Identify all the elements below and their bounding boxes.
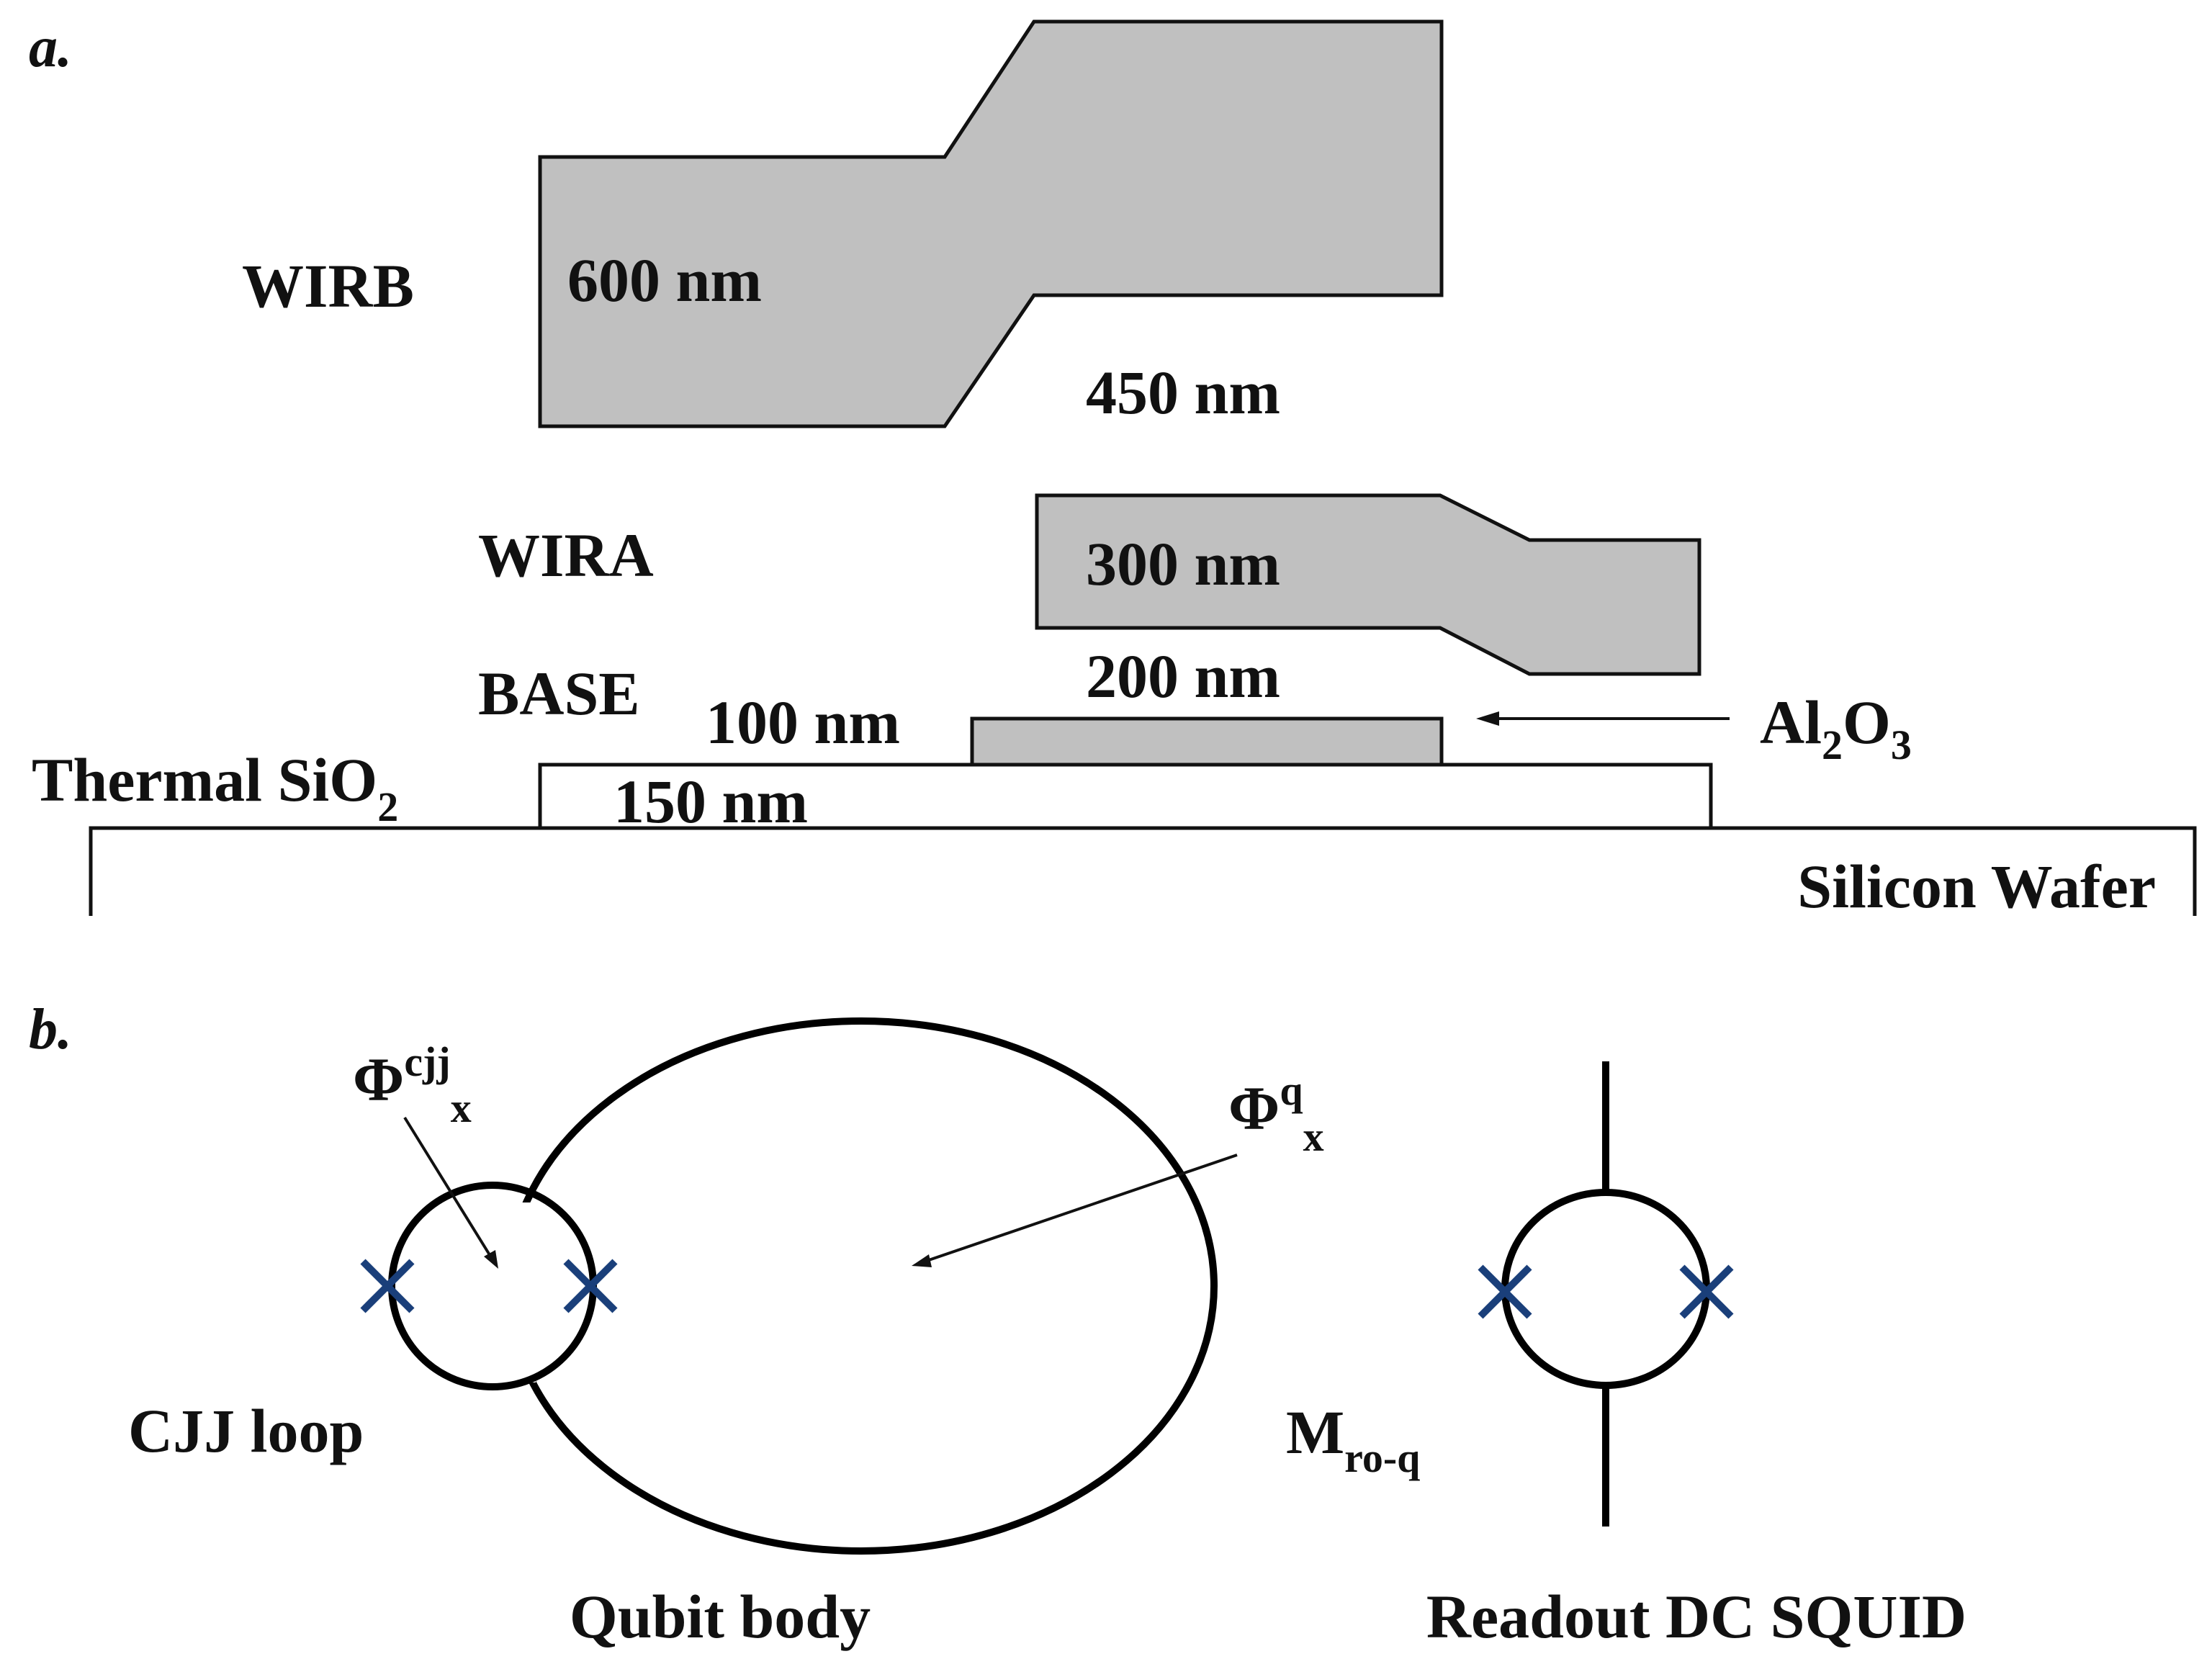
sio2-thickness-label: 150 nm [613,767,808,836]
wirb-thickness-450: 450 nm [1086,358,1280,427]
wirb-label: WIRB [242,251,414,320]
qubit-body-label: Qubit body [570,1582,871,1651]
phi-q-arrow [924,1154,1238,1263]
al2o3-label: Al2O3 [1760,688,1912,768]
mutual-inductance-label: Mro-q [1286,1398,1420,1481]
phi-q-label: Φqx [1228,1067,1324,1160]
base-thickness-200: 200 nm [1086,642,1280,711]
thermal-sio2-label: Thermal SiO2 [32,745,398,830]
cjj-junction-right [563,1259,618,1313]
panel-a-label: a. [29,16,72,79]
base-layer [970,716,1444,767]
cjj-loop-label: CJJ loop [128,1396,364,1465]
wirb-layer [538,19,1444,428]
phi-cjj-arrowhead [484,1250,498,1269]
silicon-wafer [89,826,2197,916]
silicon-wafer-label: Silicon Wafer [1797,852,2156,921]
squid-junction-left [1478,1264,1532,1319]
base-thickness-100: 100 nm [706,688,900,757]
wira-layer [1035,493,1701,676]
panel-a: a. Silicon Wafer Thermal SiO2 150 nm BAS… [29,16,2197,921]
base-label: BASE [478,659,640,728]
readout-squid-label: Readout DC SQUID [1426,1582,1966,1651]
qubit-body-loop [505,1017,1218,1555]
wira-thickness: 300 nm [1086,529,1280,598]
panel-b-label: b. [29,998,72,1061]
wirb-thickness-600: 600 nm [567,246,762,315]
squid-junction-right [1679,1264,1734,1319]
cjj-mask [403,1202,536,1382]
wira-label: WIRA [478,521,654,590]
phi-cjj-arrow [403,1116,493,1259]
cjj-junction-left [360,1259,415,1313]
panel-b: b. Φcjjx Φqx CJJ loop Qubit body [29,998,1966,1651]
al2o3-arrowhead [1476,711,1499,726]
phi-q-arrowhead [912,1254,932,1267]
phi-cjj-label: Φcjjx [353,1038,472,1131]
squid-loop [1501,1189,1710,1389]
